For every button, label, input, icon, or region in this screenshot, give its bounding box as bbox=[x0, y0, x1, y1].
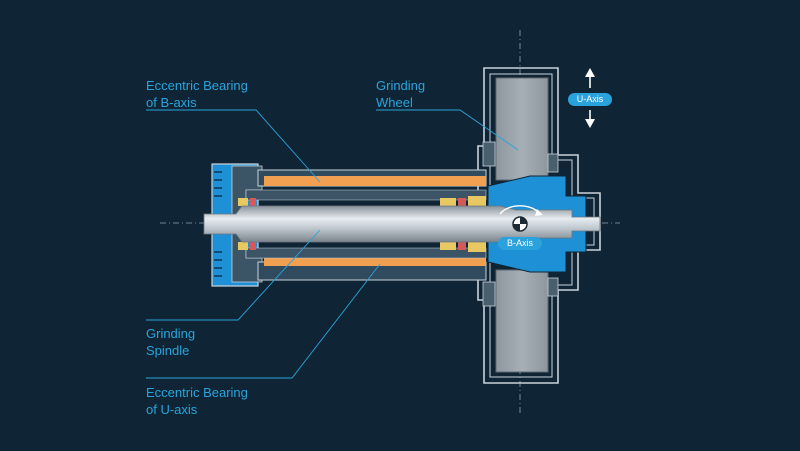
leader-grinding-spindle bbox=[146, 229, 321, 321]
front-seal-upper bbox=[458, 198, 466, 207]
wheel-clamp-lower bbox=[547, 277, 559, 297]
label-eccentric-bearing-b-axis: Eccentric Bearing of B-axis bbox=[146, 77, 248, 111]
label-grinding-spindle-line2: Spindle bbox=[146, 343, 190, 358]
u-axis-arrow-down-icon bbox=[585, 119, 595, 128]
b-axis-marker-quadrant-a bbox=[520, 217, 527, 224]
rear-bearing-lower bbox=[238, 242, 248, 250]
front-bearing-yellow-upper bbox=[468, 196, 486, 207]
leader-eccentric-u bbox=[146, 263, 381, 379]
label-grinding-wheel-line1: Grinding bbox=[376, 78, 426, 93]
eccentric-bearing-u-axis bbox=[264, 258, 486, 266]
front-bearing-lower bbox=[440, 241, 456, 250]
u-axis-badge: U-Axis bbox=[568, 93, 612, 106]
label-eccentric-u-line1: Eccentric Bearing bbox=[146, 385, 248, 400]
eccentric-bearing-b-axis bbox=[264, 176, 486, 186]
front-bearing-upper bbox=[440, 198, 456, 207]
inner-sleeve-lower bbox=[245, 247, 487, 259]
leader-grinding-wheel bbox=[376, 109, 519, 151]
b-axis-marker-quadrant-b bbox=[513, 224, 520, 231]
label-grinding-wheel: Grinding Wheel bbox=[376, 77, 425, 111]
wheel-flange-upper bbox=[482, 141, 496, 167]
label-grinding-spindle: Grinding Spindle bbox=[146, 325, 195, 359]
label-eccentric-u-line2: of U-axis bbox=[146, 402, 198, 417]
label-grinding-spindle-line1: Grinding bbox=[146, 326, 196, 341]
wheel-clamp-upper bbox=[547, 153, 559, 173]
wheel-flange-lower bbox=[482, 281, 496, 307]
label-eccentric-b-line1: Eccentric Bearing bbox=[146, 78, 248, 93]
label-eccentric-b-line2: of B-axis bbox=[146, 95, 197, 110]
front-bearing-yellow-lower bbox=[468, 241, 486, 252]
rear-cap-ribs bbox=[214, 171, 222, 277]
grinding-wheel-upper bbox=[495, 77, 549, 181]
rear-seal-lower bbox=[250, 242, 256, 250]
front-seal-lower bbox=[458, 241, 466, 250]
b-axis-badge: B-Axis bbox=[498, 237, 542, 250]
label-grinding-wheel-line2: Wheel bbox=[376, 95, 413, 110]
grinding-spindle-shaft bbox=[203, 205, 601, 243]
b-axis-rotation-arrowhead bbox=[535, 209, 543, 216]
u-axis-arrow-up-icon bbox=[585, 68, 595, 77]
rear-bearing-upper bbox=[238, 198, 248, 206]
grinding-wheel-lower bbox=[495, 269, 549, 373]
rear-seal-upper bbox=[250, 198, 256, 206]
leader-eccentric-b bbox=[146, 109, 321, 183]
label-eccentric-bearing-u-axis: Eccentric Bearing of U-axis bbox=[146, 384, 248, 418]
